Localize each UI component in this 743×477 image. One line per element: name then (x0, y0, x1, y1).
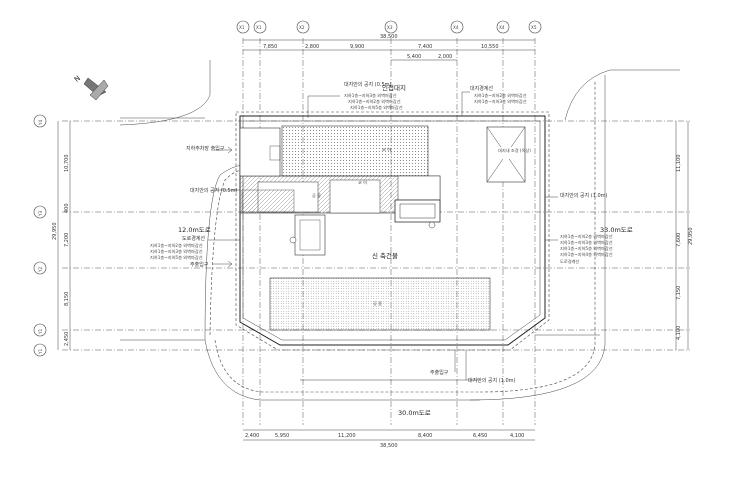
left-dim-5: 2,450 (64, 332, 70, 346)
setback-right-2: 지하1층~지하3층 외벽마감선 (560, 239, 613, 246)
open-space-bottom-label: 대지안의 공지 (1.0m) (468, 377, 516, 384)
top-dim-4: 7,400 (418, 44, 432, 50)
grid-label-y1b: Y1 (38, 348, 43, 355)
setback-left-2: 지하1층~지하3층 외벽마감선 (150, 248, 203, 255)
right-annotations: 대지안의 공지 (1.0m) 지하1층~지하2층 외벽마감선 지하1층~지하3층… (545, 192, 613, 265)
left-annotations: 지하주차장 출입구 대지안의 공지 (0.5m) 도로경계선 지하1층~지하2층… (150, 145, 240, 268)
bottom-dim-2: 5,950 (275, 433, 289, 439)
landscape-label: 대지내 조경 (옥상) (498, 147, 531, 154)
grid-label-x5: X5 (531, 25, 537, 30)
right-dim-1: 11,100 (676, 155, 682, 173)
left-total-dim: 29,950 (52, 223, 58, 241)
grid-label-y2: Y2 (38, 266, 43, 273)
y-grid-bubbles: Y4 Y3 Y2 Y1 Y1 (33, 114, 47, 357)
bottom-total-dim: 38,500 (380, 443, 398, 449)
grid-label-x1a: X1 (239, 25, 245, 30)
road-right-label: 33.0m도로 (600, 226, 633, 234)
bottom-annotations: 주출입구 대지안의 공지 (1.0m) (430, 350, 516, 384)
left-dimensions: 29,950 10,700 400 7,200 8,150 2,450 (52, 121, 71, 350)
hall-label: 공 용 (373, 301, 382, 306)
bottom-dim-1: 2,400 (245, 433, 259, 439)
bottom-dimensions: 2,400 5,950 11,200 8,400 6,450 4,100 38,… (243, 429, 535, 449)
right-total-dim: 29,950 (688, 228, 694, 246)
setback-top-3: 지하1층~지하5층 외벽마감선 (350, 104, 403, 111)
left-dim-4: 8,150 (64, 292, 70, 306)
top-dimensions: 38,500 7,850 2,800 9,900 7,400 10,550 5,… (243, 34, 535, 61)
road-bottom-label: 30.0m도로 (398, 409, 431, 417)
x-grid-bubbles: X1 X1 X2 X3 X4 X4 X5 (236, 20, 542, 34)
boundary-right-label: 도로경계선 (560, 258, 579, 265)
entrance-left-label: 주출입구 (190, 261, 209, 268)
setback-right-1: 지하1층~지하2층 외벽마감선 (560, 233, 613, 240)
setback-right-3: 지하1층~지하5층 외벽마감선 (560, 245, 613, 252)
top-dim-1: 7,850 (263, 44, 277, 50)
right-dim-2: 7,600 (676, 233, 682, 247)
setback-top-1: 지하1층~지하3층 외벽마감선 (344, 92, 397, 99)
open-space-top-label: 대지안의 공지 (0.5m) (344, 81, 392, 88)
top-sub-dim-1: 5,400 (407, 54, 421, 60)
left-dim-1: 10,700 (64, 155, 70, 173)
road-left-label: 12.0m도로 (178, 226, 211, 234)
parking-entrance-label: 지하주차장 출입구 (186, 145, 225, 152)
grid-label-y4: Y4 (38, 119, 43, 126)
grid-label-x2: X2 (299, 25, 305, 30)
grid-label-x4b: X4 (499, 25, 505, 30)
core-label: 코 어 (382, 146, 391, 153)
grid-label-y3: Y3 (38, 210, 43, 217)
right-dim-3: 7,150 (676, 286, 682, 300)
landscape-box: 대지내 조경 (옥상) (486, 126, 531, 183)
core-small-label: 코 어 (358, 179, 367, 186)
setback-right-4: 지하1층~지하4층 외벽마감선 (560, 251, 613, 258)
open-space-left-label: 대지안의 공지 (0.5m) (190, 187, 238, 194)
boundary-top-label: 대지경계선 (470, 85, 493, 92)
setback-top-2: 지하1층~지하2층 외벽마감선 (348, 98, 401, 105)
top-total-dim: 38,500 (380, 34, 398, 40)
grid-label-x3: X3 (387, 25, 393, 30)
grid-label-x4a: X4 (453, 25, 459, 30)
setback-left-1: 지하1층~지하2층 외벽마감선 (150, 242, 203, 249)
grid-label-y1a: Y1 (38, 328, 43, 335)
building-label: 신 축건물 (372, 251, 398, 260)
bottom-dim-5: 6,450 (473, 433, 487, 439)
bottom-dim-3: 11,200 (338, 433, 356, 439)
setback-top2-1: 지하1층~지하2층 외벽마감선 (474, 92, 527, 99)
north-label: N (73, 74, 82, 84)
north-arrow-icon: N (73, 74, 109, 101)
road-curves (119, 60, 680, 401)
entrance-bottom-label: 주출입구 (430, 369, 449, 376)
setback-top2-2: 지하1층~지하3층 외벽마감선 (474, 98, 527, 105)
open-space-right-label: 대지안의 공지 (1.0m) (560, 192, 608, 199)
right-dimensions: 11,100 7,600 7,150 4,100 29,950 (675, 121, 694, 350)
boundary-left-label: 도로경계선 (182, 235, 205, 242)
right-dim-4: 4,100 (676, 326, 682, 340)
adjacent-land-label: 인접대지 (382, 83, 406, 92)
setback-left-3: 지하1층~지하5층 외벽마감선 (150, 254, 203, 261)
core-block: 코 어 공 용 코 어 (239, 125, 441, 256)
main-labels: 인접대지 신 축건물 33.0m도로 12.0m도로 30.0m도로 (178, 83, 633, 417)
void-label: 공 용 (312, 193, 321, 198)
top-dim-3: 9,900 (350, 44, 364, 50)
top-dim-5: 10,550 (481, 44, 499, 50)
top-dim-2: 2,800 (305, 44, 319, 50)
site-boundary (235, 111, 550, 351)
top-annotations: 대지안의 공지 (0.5m) 지하1층~지하3층 외벽마감선 지하1층~지하2층… (307, 81, 527, 118)
main-hall: 공 용 (269, 277, 491, 331)
bottom-dim-6: 4,100 (510, 433, 524, 439)
left-dim-3: 7,200 (64, 233, 70, 247)
top-sub-dim-2: 2,000 (438, 54, 452, 60)
left-dim-2: 400 (64, 203, 70, 213)
grid-label-x1b: X1 (256, 25, 262, 30)
bottom-dim-4: 8,400 (418, 433, 432, 439)
